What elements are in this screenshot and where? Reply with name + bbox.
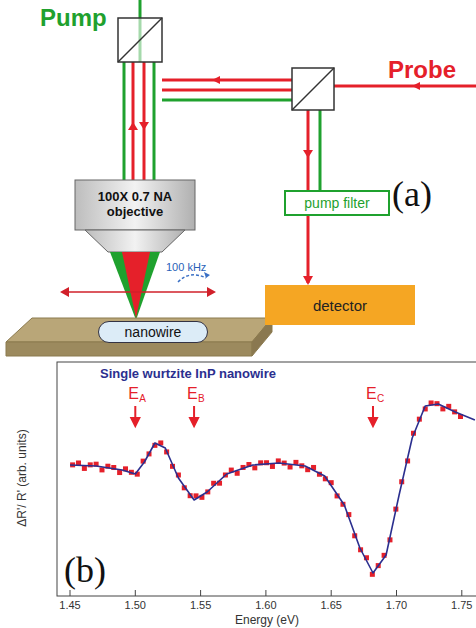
nanowire-cylinder: nanowire xyxy=(98,321,208,343)
beam-name: Pump xyxy=(40,6,107,30)
axis-title: ΔR'/ R' (arb. units) xyxy=(16,429,28,526)
node-text: nanowire xyxy=(125,324,182,340)
tick-label: 1.60 xyxy=(255,600,276,611)
beam-name: Probe xyxy=(388,58,456,82)
axis-title: Energy (eV) xyxy=(235,614,299,626)
peak-subscript: C xyxy=(377,394,384,404)
objective-box: 100X 0.7 NA objective xyxy=(75,180,195,230)
tick-label: 1.75 xyxy=(451,600,472,611)
peak-label: E xyxy=(128,386,139,402)
filter-box: pump filter xyxy=(284,190,390,216)
panel-tag: (b) xyxy=(64,552,106,588)
peak-subscript: A xyxy=(139,394,146,404)
frequency-label: 100 kHz xyxy=(166,262,206,273)
peak-subscript: B xyxy=(198,394,205,404)
detector-box: detector xyxy=(265,285,415,325)
peak-label: E xyxy=(366,386,377,402)
tick-label: 1.45 xyxy=(59,600,80,611)
node-text: 100X 0.7 NA objective xyxy=(83,190,187,220)
tick-label: 1.65 xyxy=(320,600,341,611)
tick-label: 1.70 xyxy=(386,600,407,611)
tick-label: 1.55 xyxy=(190,600,211,611)
node-text: pump filter xyxy=(304,195,369,211)
beam-connector xyxy=(303,216,313,285)
peak-label: E xyxy=(187,386,198,402)
node-text: detector xyxy=(313,297,367,314)
chart-title: Single wurtzite InP nanowire xyxy=(100,367,276,380)
panel-tag: (a) xyxy=(392,176,432,212)
tick-label: 1.50 xyxy=(125,600,146,611)
